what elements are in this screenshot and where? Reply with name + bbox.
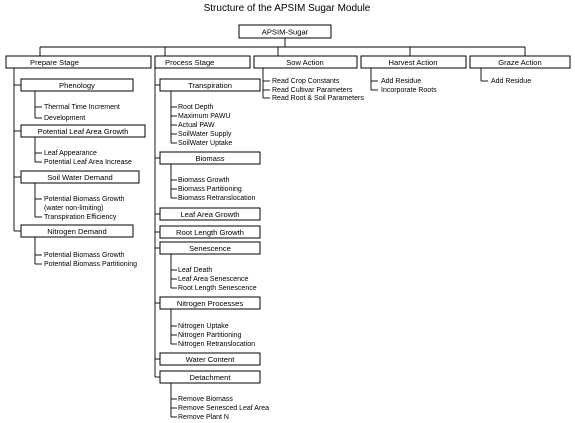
- detachment-label: Detachment: [190, 373, 232, 382]
- harvest-action-item: Add Residue: [381, 78, 421, 85]
- senescence-item: Root Length Senescence: [178, 285, 257, 292]
- graze-action-label: Graze Action: [498, 58, 541, 67]
- transpiration-item: SoilWater Uptake: [178, 140, 232, 147]
- potential-leaf-area-growth-item: Leaf Appearance: [44, 150, 97, 157]
- transpiration-item: Root Depth: [178, 104, 214, 111]
- prepare-stage-label: Prepare Stage: [30, 58, 79, 67]
- harvest-action-box: [360, 55, 467, 69]
- transpiration-label: Transpiration: [188, 81, 232, 90]
- root-label: APSIM-Sugar: [262, 28, 309, 37]
- potential-leaf-area-growth-label: Potential Leaf Area Growth: [38, 127, 129, 136]
- detachment-item: Remove Plant N: [178, 414, 229, 421]
- nitrogen-processes-label: Nitrogen Processes: [177, 299, 243, 308]
- senescence-item: Leaf Death: [178, 267, 212, 274]
- soil-water-demand-item: Potential Biomass Growth: [44, 196, 125, 203]
- root-length-growth-label: Root Length Growth: [176, 228, 244, 237]
- senescence-label: Senescence: [189, 244, 231, 253]
- nitrogen-processes-item: Nitrogen Partitioning: [178, 332, 242, 339]
- nitrogen-processes-item: Nitrogen Uptake: [178, 323, 229, 330]
- potential-leaf-area-growth-box: [20, 124, 146, 138]
- process-stage-box: [154, 55, 251, 69]
- senescence-item: Leaf Area Senescence: [178, 276, 249, 283]
- soil-water-demand-box: [20, 170, 140, 184]
- diagram-title: Structure of the APSIM Sugar Module: [204, 3, 371, 14]
- sow-action-label: Sow Action: [286, 58, 324, 67]
- biomass-item: Biomass Partitioning: [178, 186, 242, 193]
- harvest-action-label: Harvest Action: [389, 58, 438, 67]
- harvest-action-item: Incorporate Roots: [381, 87, 437, 94]
- biomass-box: [159, 151, 261, 165]
- nitrogen-processes-box: [159, 296, 261, 310]
- leaf-area-growth-box: [159, 207, 261, 221]
- sow-action-item: Read Root & Soil Parameters: [272, 95, 364, 102]
- nitrogen-processes-item: Nitrogen Retranslocation: [178, 341, 255, 348]
- water-content-label: Water Content: [186, 355, 236, 364]
- phenology-item: Development: [44, 115, 85, 122]
- detachment-item: Remove Senesced Leaf Area: [178, 405, 269, 412]
- soil-water-demand-label: Soil Water Demand: [47, 173, 113, 182]
- detachment-item: Remove Biomass: [178, 396, 233, 403]
- biomass-item: Biomass Growth: [178, 177, 229, 184]
- transpiration-item: Maximum PAWU: [178, 113, 231, 120]
- nitrogen-demand-item: Potential Biomass Growth: [44, 252, 125, 259]
- biomass-item: Biomass Retranslocation: [178, 195, 256, 202]
- detachment-box: [159, 370, 261, 384]
- prepare-stage-box: [5, 55, 152, 69]
- phenology-box: [20, 78, 134, 92]
- root-length-growth-box: [159, 225, 261, 239]
- senescence-box: [159, 241, 261, 255]
- graze-action-item: Add Residue: [491, 78, 531, 85]
- transpiration-box: [159, 78, 261, 92]
- transpiration-item: Actual PAW: [178, 122, 215, 129]
- nitrogen-demand-label: Nitrogen Demand: [47, 227, 107, 236]
- process-stage-label: Process Stage: [165, 58, 214, 67]
- soil-water-demand-item: Transpiration Efficiency: [44, 214, 117, 221]
- phenology-item: Thermal Time Increment: [44, 104, 120, 111]
- transpiration-item: SoilWater Supply: [178, 131, 232, 138]
- soil-water-demand-item: (water non-limiting): [44, 205, 104, 212]
- biomass-label: Biomass: [195, 154, 224, 163]
- sow-action-item: Read Cultivar Parameters: [272, 87, 353, 94]
- sow-action-box: [253, 55, 358, 69]
- nitrogen-demand-box: [20, 224, 134, 238]
- potential-leaf-area-growth-item: Potential Leaf Area Increase: [44, 159, 132, 166]
- phenology-label: Phenology: [59, 81, 95, 90]
- water-content-box: [159, 352, 261, 366]
- leaf-area-growth-label: Leaf Area Growth: [180, 210, 239, 219]
- nitrogen-demand-item: Potential Biomass Partitioning: [44, 261, 137, 268]
- graze-action-box: [469, 55, 571, 69]
- sow-action-item: Read Crop Constants: [272, 78, 340, 85]
